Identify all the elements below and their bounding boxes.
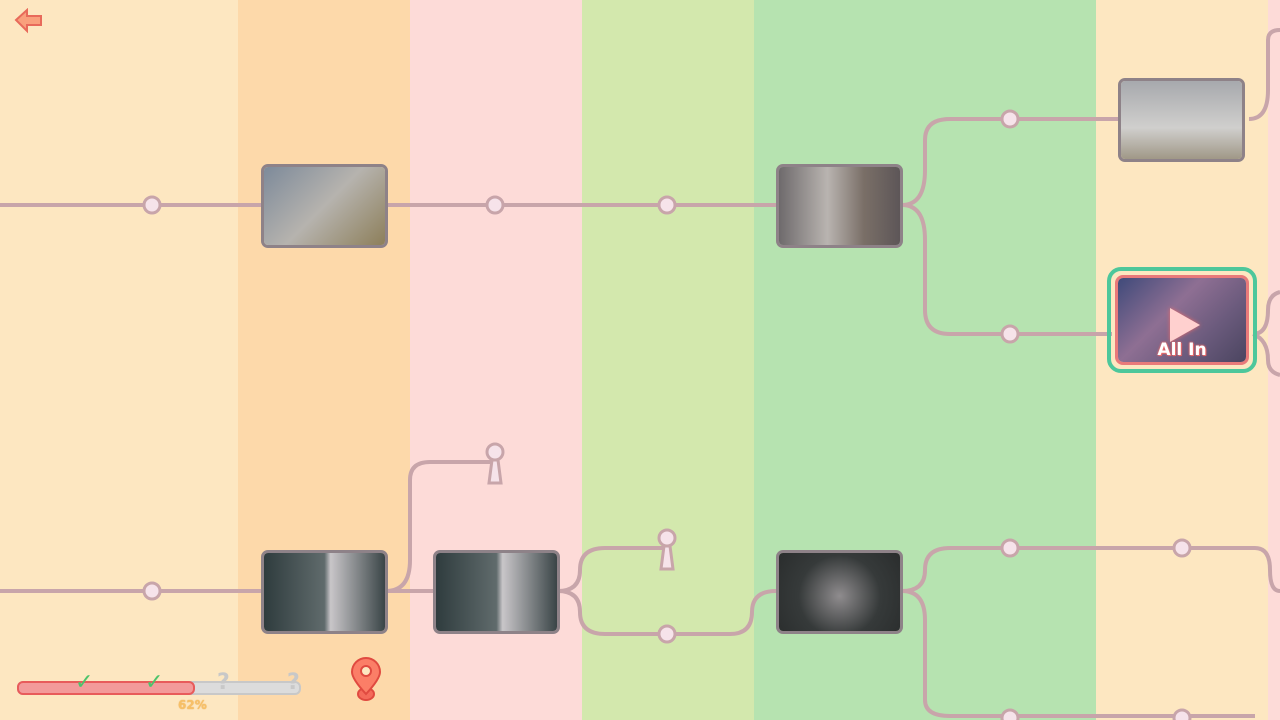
scene-thumbnail-fence-2[interactable] <box>433 550 560 634</box>
map-pin-icon[interactable] <box>349 656 383 702</box>
current-scene-all-in[interactable]: All In <box>1107 267 1257 373</box>
scene-label: All In <box>1157 340 1207 360</box>
column-1 <box>0 0 238 720</box>
scene-thumbnail-living-room[interactable] <box>261 164 388 248</box>
progress-percent: 62% <box>178 698 207 712</box>
scene-thumbnail-girl-room[interactable] <box>776 164 903 248</box>
progress-bar <box>17 681 301 695</box>
scene-thumbnail-apartment[interactable] <box>1118 78 1245 162</box>
check-icon: ✓ <box>75 670 94 695</box>
arrow-left-icon[interactable] <box>14 8 44 34</box>
scene-thumbnail-night[interactable] <box>776 550 903 634</box>
scene-thumbnail-fence-1[interactable] <box>261 550 388 634</box>
column-7 <box>1268 0 1280 720</box>
path-nodes <box>142 109 1192 720</box>
column-4 <box>582 0 754 720</box>
question-icon: ? <box>287 670 300 695</box>
check-icon: ✓ <box>145 670 164 695</box>
question-icon: ? <box>217 670 230 695</box>
play-icon[interactable] <box>1170 308 1200 342</box>
lock-icon <box>485 442 677 571</box>
